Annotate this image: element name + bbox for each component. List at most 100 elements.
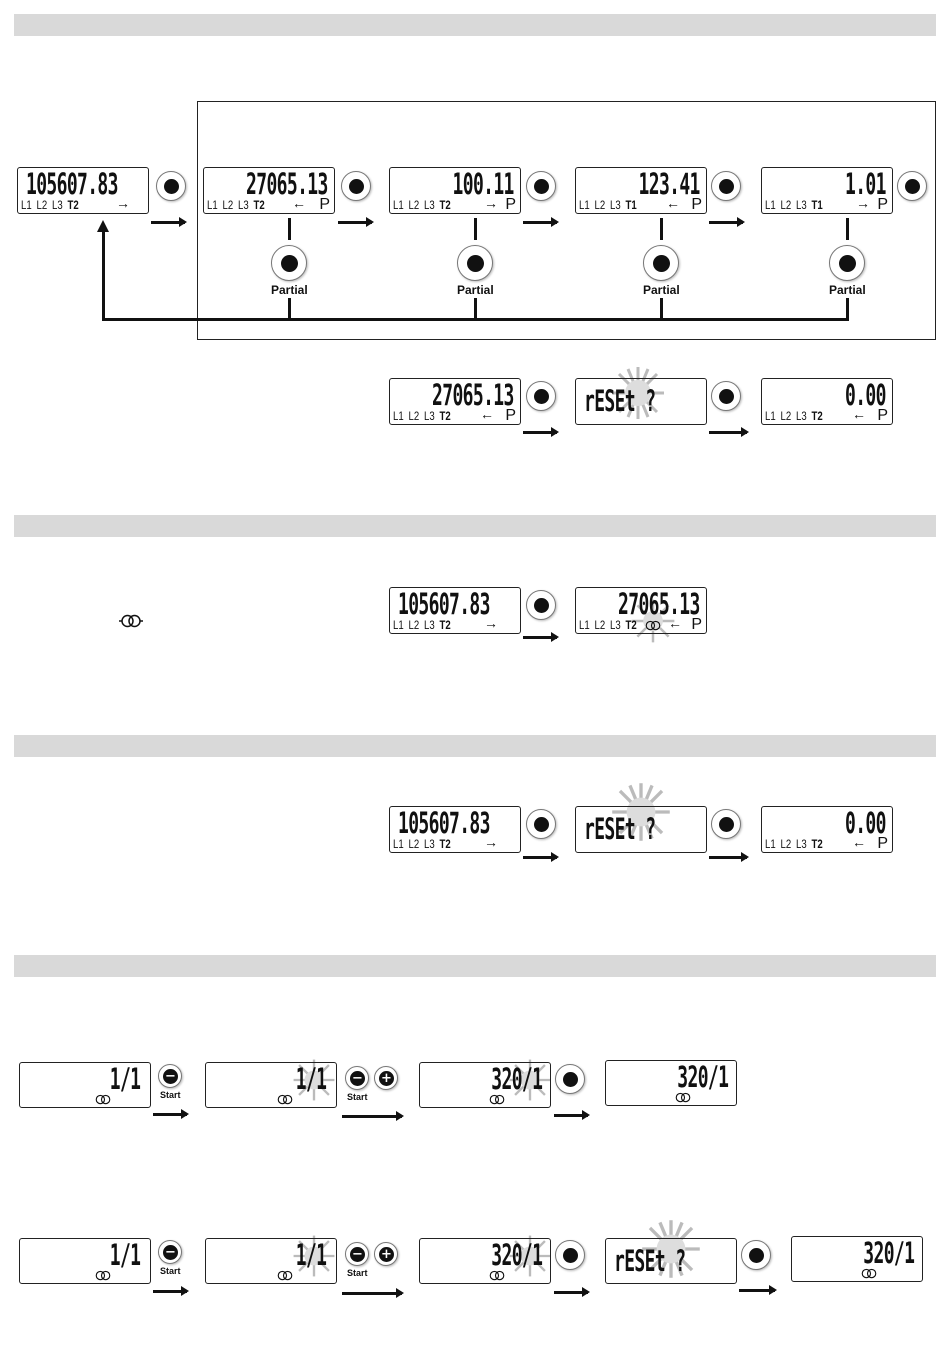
ct-icon (95, 1270, 111, 1281)
return-line (102, 230, 105, 321)
menu-button[interactable] (526, 590, 556, 620)
step-arrow (523, 852, 559, 862)
menu-button[interactable] (711, 381, 741, 411)
partial-button[interactable] (643, 245, 679, 281)
lcd-value: 105607.83 (26, 167, 118, 201)
partial-button[interactable] (457, 245, 493, 281)
lcd-value: 100.11 (452, 167, 515, 201)
partial-p-icon: P (319, 196, 330, 213)
lcd-value: 1/1 (109, 1238, 140, 1272)
lcd-value: 320/1 (676, 1060, 729, 1094)
menu-button[interactable] (741, 1240, 771, 1270)
partial-p-icon: P (691, 196, 702, 213)
right-arrow-icon: → (484, 615, 498, 631)
start-label: Start (347, 1268, 368, 1278)
partial-label: Partial (643, 283, 680, 297)
connector-line (660, 218, 663, 240)
connector-line (288, 298, 291, 320)
lcd-value: 27065.13 (618, 587, 700, 621)
menu-button[interactable] (156, 171, 186, 201)
minus-button[interactable] (345, 1066, 369, 1090)
minus-button[interactable] (158, 1064, 182, 1088)
plus-button[interactable] (374, 1066, 398, 1090)
step-arrow (338, 217, 374, 227)
right-arrow-icon: → (484, 834, 498, 850)
lcd-reset: rESEt ? (575, 378, 707, 425)
left-arrow-icon: ← (668, 615, 682, 631)
connector-line (660, 298, 663, 320)
ct-icon (645, 620, 661, 631)
lcd-ct-1-1-edit: 1/1 (205, 1238, 337, 1284)
menu-button[interactable] (555, 1064, 585, 1094)
partial-label: Partial (457, 283, 494, 297)
left-arrow-icon: ← (292, 195, 306, 211)
partial-p-icon: P (877, 407, 888, 424)
lcd-ct-1-1: 1/1 (19, 1238, 151, 1284)
menu-button[interactable] (897, 171, 927, 201)
start-label: Start (160, 1090, 181, 1100)
right-arrow-icon: → (116, 195, 130, 211)
ct-icon (119, 614, 143, 628)
menu-button[interactable] (526, 381, 556, 411)
step-arrow (709, 217, 745, 227)
lcd-value: 1.01 (845, 167, 886, 201)
left-arrow-icon: ← (480, 406, 494, 422)
menu-button[interactable] (555, 1240, 585, 1270)
lcd-ct-320: 320/1 (791, 1236, 923, 1282)
start-label: Start (347, 1092, 368, 1102)
lcd-value: 27065.13 (432, 378, 514, 412)
menu-button[interactable] (526, 171, 556, 201)
menu-button[interactable] (341, 171, 371, 201)
lcd-value: 105607.83 (398, 587, 490, 621)
connector-line (474, 218, 477, 240)
lcd-value: 1/1 (295, 1238, 326, 1272)
lcd-value: rESEt ? (614, 1244, 686, 1278)
step-arrow (709, 852, 749, 862)
step-arrow (342, 1111, 404, 1121)
lcd-value: 123.41 (638, 167, 701, 201)
lcd-reset: rESEt ? (575, 806, 707, 853)
lcd-ct-1-1-edit: 1/1 (205, 1062, 337, 1108)
minus-button[interactable] (158, 1240, 182, 1264)
step-arrow (151, 217, 187, 227)
partial-p-icon: P (877, 835, 888, 852)
right-arrow-icon: → (856, 195, 870, 211)
minus-button[interactable] (345, 1242, 369, 1266)
step-arrow (153, 1109, 189, 1119)
menu-button[interactable] (711, 171, 741, 201)
left-arrow-icon: ← (852, 834, 866, 850)
step-arrow (523, 217, 559, 227)
lcd-value: 0.00 (845, 806, 886, 840)
step-arrow (739, 1285, 777, 1295)
partial-p-icon: P (877, 196, 888, 213)
lcd-value: 320/1 (490, 1062, 543, 1096)
ct-icon (277, 1270, 293, 1281)
plus-button[interactable] (374, 1242, 398, 1266)
lcd-ct-1-1: 1/1 (19, 1062, 151, 1108)
partial-p-icon: P (505, 407, 516, 424)
lcd-value: 0.00 (845, 378, 886, 412)
lcd-value: 27065.13 (246, 167, 328, 201)
section-bar-1 (14, 14, 936, 36)
menu-button[interactable] (711, 809, 741, 839)
step-arrow (342, 1288, 404, 1298)
menu-button[interactable] (526, 809, 556, 839)
partial-button[interactable] (271, 245, 307, 281)
connector-line (846, 218, 849, 240)
ct-icon (489, 1270, 505, 1281)
partial-button[interactable] (829, 245, 865, 281)
step-arrow (523, 427, 559, 437)
step-arrow (153, 1286, 189, 1296)
